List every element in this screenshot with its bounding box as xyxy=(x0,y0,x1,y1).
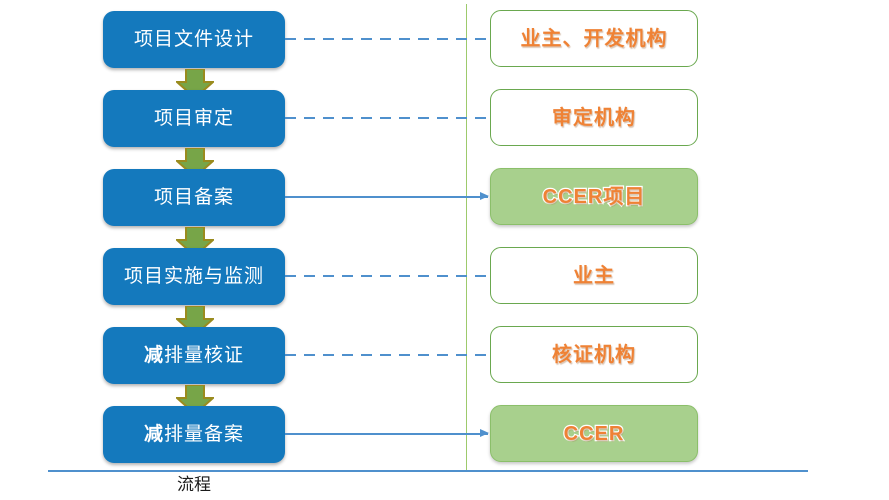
baseline-rule xyxy=(48,470,808,472)
connector-4 xyxy=(285,274,490,277)
arrowhead-icon-3 xyxy=(480,192,489,200)
process-step-box-3[interactable]: 项目备案 xyxy=(103,169,285,226)
process-step-box-1[interactable]: 项目文件设计 xyxy=(103,11,285,68)
actor-box-1[interactable]: 业主、开发机构 xyxy=(490,10,698,67)
actor-box-6[interactable]: CCER xyxy=(490,405,698,462)
process-step-label-1: 项目文件设计 xyxy=(133,29,254,50)
vertical-divider-line xyxy=(466,4,467,470)
connector-line-4 xyxy=(285,275,490,277)
actor-label-6: CCER xyxy=(562,422,625,445)
actor-label-3: CCER项目 xyxy=(541,185,646,208)
actor-box-5[interactable]: 核证机构 xyxy=(490,326,698,383)
actor-label-2: 审定机构 xyxy=(551,106,636,129)
process-step-label-6: 减排量备案 xyxy=(143,424,245,445)
actor-label-4: 业主 xyxy=(572,264,615,287)
process-step-box-4[interactable]: 项目实施与监测 xyxy=(103,248,285,305)
connector-1 xyxy=(285,37,490,40)
connector-5 xyxy=(285,353,490,356)
actor-box-2[interactable]: 审定机构 xyxy=(490,89,698,146)
actor-label-5: 核证机构 xyxy=(551,343,636,366)
connector-6 xyxy=(285,429,489,437)
diagram-caption: 流程 xyxy=(177,475,211,494)
actor-box-4[interactable]: 业主 xyxy=(490,247,698,304)
arrowhead-icon-6 xyxy=(480,429,489,437)
process-step-label-5: 减排量核证 xyxy=(143,345,245,366)
connector-line-2 xyxy=(285,117,490,119)
actor-box-3[interactable]: CCER项目 xyxy=(490,168,698,225)
process-step-box-6[interactable]: 减排量备案 xyxy=(103,406,285,463)
process-step-label-4: 项目实施与监测 xyxy=(123,266,264,287)
connector-3 xyxy=(285,192,489,200)
process-step-box-5[interactable]: 减排量核证 xyxy=(103,327,285,384)
connector-2 xyxy=(285,116,490,119)
connector-line-3 xyxy=(285,196,488,198)
connector-line-1 xyxy=(285,38,490,40)
actor-label-1: 业主、开发机构 xyxy=(519,27,668,50)
process-step-label-3: 项目备案 xyxy=(153,187,234,208)
process-step-box-2[interactable]: 项目审定 xyxy=(103,90,285,147)
connector-line-6 xyxy=(285,433,488,435)
process-step-label-2: 项目审定 xyxy=(153,108,234,129)
connector-line-5 xyxy=(285,354,490,356)
